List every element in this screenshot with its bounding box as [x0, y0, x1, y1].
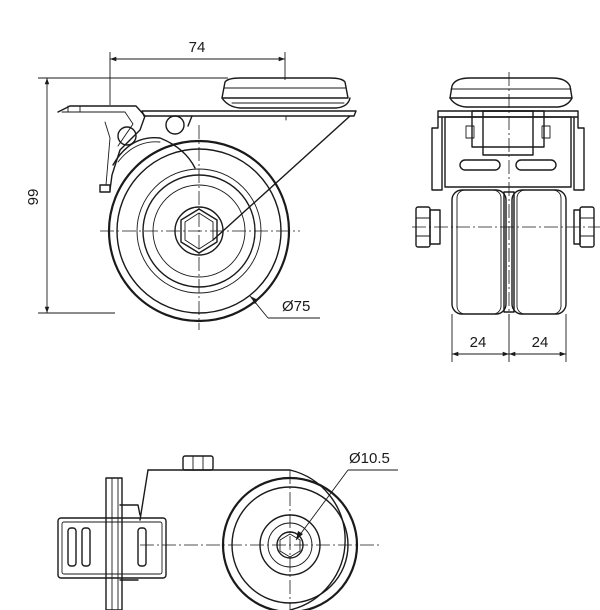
dim-height-99: 99 — [25, 189, 42, 206]
front-view: 24 24 — [412, 72, 600, 362]
dim-wheel-diameter: Ø75 — [282, 298, 310, 315]
dim-wheel-width-left: 24 — [470, 334, 487, 351]
side-view: 74 99 Ø75 — [25, 39, 357, 330]
dim-bolt-hole: Ø10.5 — [349, 450, 390, 467]
top-view: Ø10.5 — [57, 450, 398, 610]
dim-wheel-width-right: 24 — [532, 334, 549, 351]
dim-width-74: 74 — [189, 39, 206, 56]
